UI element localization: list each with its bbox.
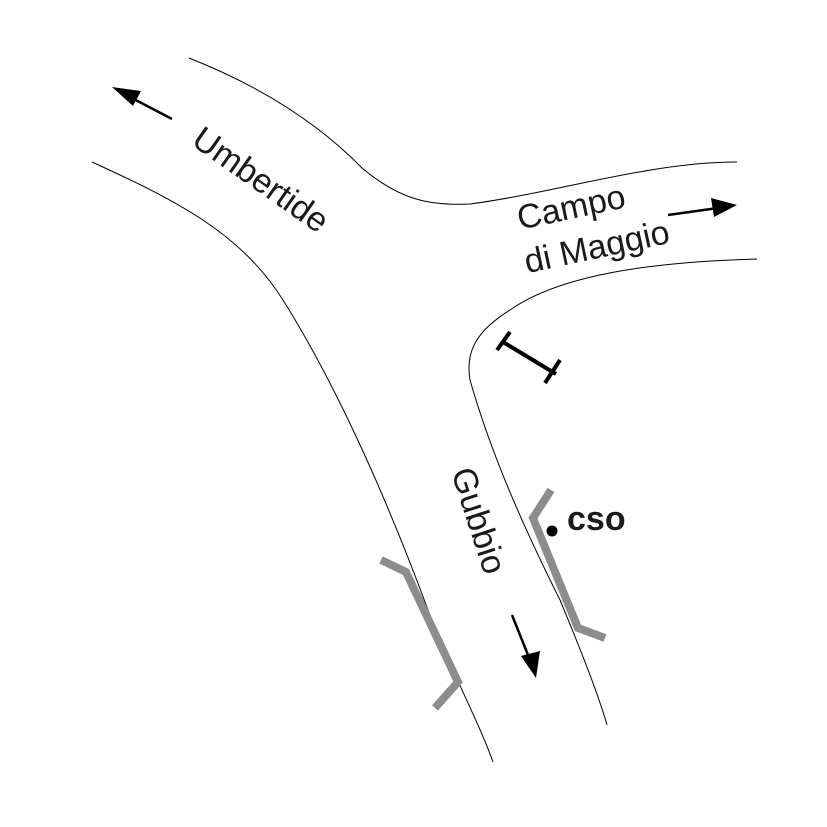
road-edge-southeast bbox=[468, 258, 758, 726]
arrow-icon-umbertide bbox=[112, 87, 173, 121]
label-gubbio: Gubbio bbox=[443, 463, 513, 579]
point-marker-icon bbox=[546, 525, 558, 537]
road-edge-west bbox=[91, 161, 494, 763]
arrow-icon-gubbio bbox=[510, 614, 540, 678]
guardrails bbox=[379, 487, 607, 711]
arrow-icon-campo-di-maggio bbox=[667, 198, 737, 217]
road-edges bbox=[91, 57, 758, 763]
road-edge-north bbox=[188, 57, 738, 205]
label-cso: cso bbox=[567, 500, 626, 538]
guardrail-west bbox=[379, 556, 463, 711]
gantry-sensor-icon bbox=[495, 330, 562, 385]
label-umbertide: Umbertide bbox=[185, 119, 335, 240]
guardrail-east bbox=[528, 487, 607, 642]
label-campo-di-maggio: Campo di Maggio bbox=[514, 178, 673, 281]
